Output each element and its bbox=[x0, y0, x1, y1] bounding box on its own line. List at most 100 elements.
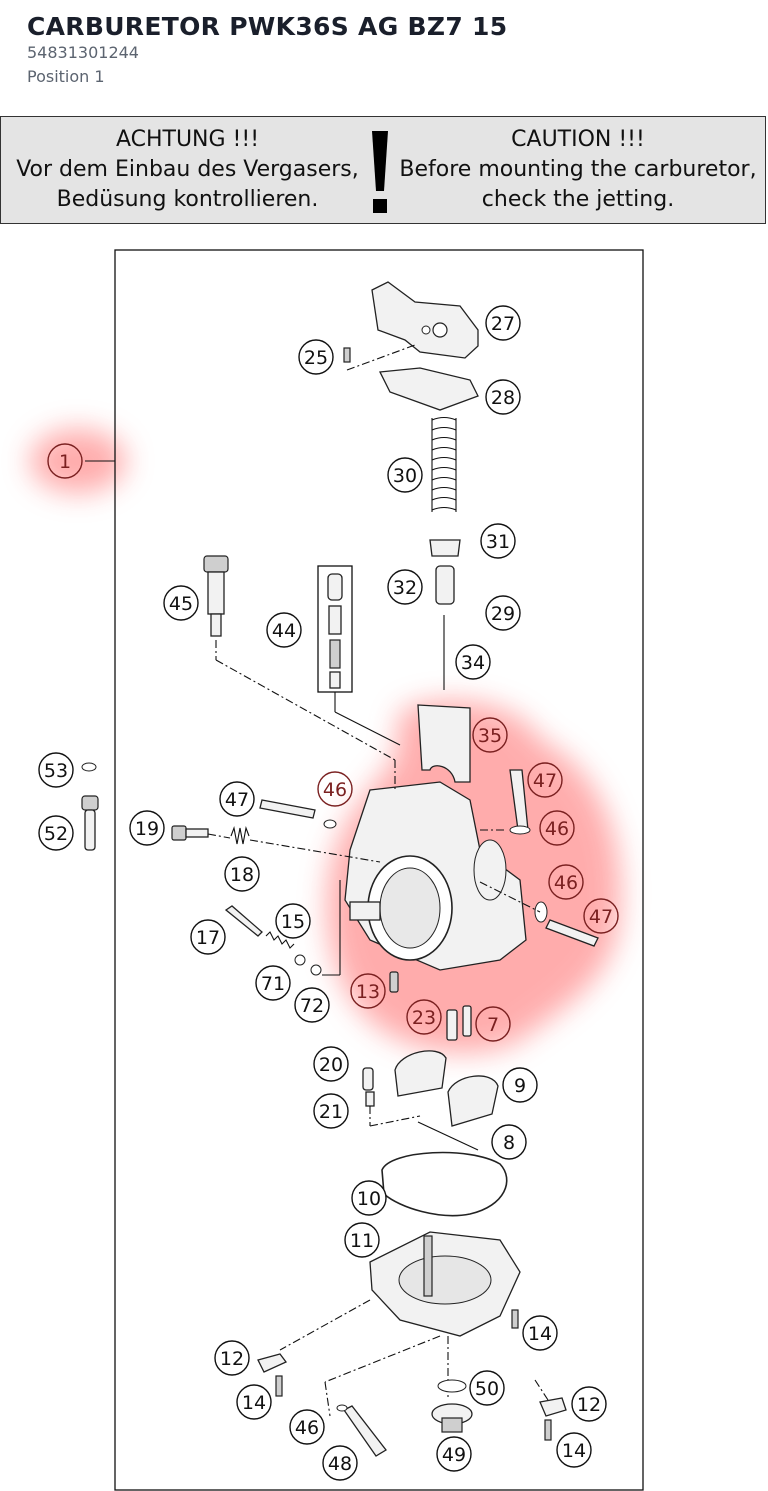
callout-circle bbox=[436, 1436, 472, 1472]
callout-72[interactable]: 72 bbox=[294, 987, 330, 1023]
callout-46[interactable]: 46 bbox=[539, 810, 575, 846]
callout-34[interactable]: 34 bbox=[455, 644, 491, 680]
o-ring-53-part bbox=[81, 762, 97, 772]
callout-71[interactable]: 71 bbox=[255, 965, 291, 1001]
callout-15[interactable]: 15 bbox=[275, 903, 311, 939]
callout-11[interactable]: 11 bbox=[344, 1222, 380, 1258]
callout-47[interactable]: 47 bbox=[219, 781, 255, 817]
callout-7[interactable]: 7 bbox=[475, 1006, 511, 1042]
callout-circle bbox=[527, 762, 563, 798]
o-ring-46-left-part bbox=[323, 819, 337, 829]
callout-19[interactable]: 19 bbox=[129, 810, 165, 846]
callout-label: 8 bbox=[503, 1132, 515, 1154]
callout-label: 50 bbox=[475, 1378, 499, 1400]
callout-47[interactable]: 47 bbox=[527, 762, 563, 798]
callout-label: 52 bbox=[44, 823, 68, 845]
callout-label: 34 bbox=[461, 652, 485, 674]
callout-44[interactable]: 44 bbox=[266, 612, 302, 648]
callout-53[interactable]: 53 bbox=[38, 752, 74, 788]
callout-29[interactable]: 29 bbox=[485, 595, 521, 631]
callout-23[interactable]: 23 bbox=[406, 999, 442, 1035]
callout-label: 71 bbox=[261, 973, 285, 995]
callout-circle bbox=[163, 585, 199, 621]
callout-circle bbox=[387, 457, 423, 493]
callout-circle bbox=[455, 644, 491, 680]
callout-label: 27 bbox=[491, 313, 515, 335]
spring-18-part bbox=[230, 825, 250, 845]
callout-14[interactable]: 14 bbox=[236, 1384, 272, 1420]
callout-46[interactable]: 46 bbox=[317, 771, 353, 807]
callout-31[interactable]: 31 bbox=[480, 523, 516, 559]
callout-50[interactable]: 50 bbox=[469, 1370, 505, 1406]
callout-circle bbox=[556, 1432, 592, 1468]
callout-label: 28 bbox=[491, 387, 515, 409]
callout-circle bbox=[491, 1124, 527, 1160]
callout-27[interactable]: 27 bbox=[485, 305, 521, 341]
callout-label: 46 bbox=[295, 1417, 319, 1439]
callout-label: 72 bbox=[300, 995, 324, 1017]
callout-label: 14 bbox=[528, 1323, 552, 1345]
callout-label: 31 bbox=[486, 531, 510, 553]
callout-label: 7 bbox=[487, 1014, 499, 1036]
callout-18[interactable]: 18 bbox=[224, 856, 260, 892]
callout-label: 20 bbox=[319, 1054, 343, 1076]
callout-13[interactable]: 13 bbox=[350, 973, 386, 1009]
callout-circle bbox=[38, 815, 74, 851]
callout-28[interactable]: 28 bbox=[485, 379, 521, 415]
caution-english-line: CAUTION !!! bbox=[511, 127, 645, 152]
callout-21[interactable]: 21 bbox=[313, 1093, 349, 1129]
callout-30[interactable]: 30 bbox=[387, 457, 423, 493]
callout-10[interactable]: 10 bbox=[351, 1180, 387, 1216]
o-ring-50-part bbox=[437, 1379, 467, 1393]
caution-english: CAUTION !!! Before mounting the carburet… bbox=[399, 125, 757, 215]
callout-1[interactable]: 1 bbox=[47, 443, 83, 479]
callout-circle bbox=[571, 1386, 607, 1422]
hose-48-part bbox=[343, 1405, 387, 1457]
carburetor-body-part bbox=[344, 781, 527, 971]
float-bowl-gasket-part bbox=[381, 1151, 508, 1217]
screw-14-right-part bbox=[511, 1309, 519, 1329]
callout-label: 21 bbox=[319, 1101, 343, 1123]
callout-49[interactable]: 49 bbox=[436, 1436, 472, 1472]
callout-label: 17 bbox=[196, 927, 220, 949]
callout-9[interactable]: 9 bbox=[502, 1067, 538, 1103]
callout-circle bbox=[583, 898, 619, 934]
callout-12[interactable]: 12 bbox=[571, 1386, 607, 1422]
callout-17[interactable]: 17 bbox=[190, 919, 226, 955]
position-label: Position 1 bbox=[27, 67, 105, 86]
callout-8[interactable]: 8 bbox=[491, 1124, 527, 1160]
callout-25[interactable]: 25 bbox=[298, 339, 334, 375]
callout-label: 18 bbox=[230, 864, 254, 886]
callout-14[interactable]: 14 bbox=[556, 1432, 592, 1468]
callout-circle bbox=[289, 1409, 325, 1445]
callout-47[interactable]: 47 bbox=[583, 898, 619, 934]
callout-label: 46 bbox=[323, 779, 347, 801]
callout-20[interactable]: 20 bbox=[313, 1046, 349, 1082]
callout-52[interactable]: 52 bbox=[38, 815, 74, 851]
callout-label: 44 bbox=[272, 620, 296, 642]
callout-label: 1 bbox=[59, 451, 71, 473]
page-title: CARBURETOR PWK36S AG BZ7 15 bbox=[27, 12, 508, 41]
hose-47-left-part bbox=[259, 799, 316, 819]
callout-label: 47 bbox=[533, 770, 557, 792]
callout-12[interactable]: 12 bbox=[214, 1340, 250, 1376]
caution-german-line: ACHTUNG !!! bbox=[115, 127, 260, 152]
vent-fitting-52-part bbox=[81, 795, 99, 851]
callout-circle bbox=[502, 1067, 538, 1103]
callout-46[interactable]: 46 bbox=[289, 1409, 325, 1445]
callout-45[interactable]: 45 bbox=[163, 585, 199, 621]
callout-circle bbox=[317, 771, 353, 807]
callout-14[interactable]: 14 bbox=[522, 1315, 558, 1351]
callout-32[interactable]: 32 bbox=[387, 569, 423, 605]
callout-46[interactable]: 46 bbox=[548, 864, 584, 900]
callout-35[interactable]: 35 bbox=[472, 717, 508, 753]
callout-label: 19 bbox=[135, 818, 159, 840]
diagram-frame bbox=[114, 249, 644, 1491]
jet-kit-box bbox=[317, 565, 353, 693]
callout-circle bbox=[298, 339, 334, 375]
main-jet-23-part bbox=[446, 1009, 458, 1041]
callout-circle bbox=[539, 810, 575, 846]
callout-48[interactable]: 48 bbox=[322, 1445, 358, 1481]
float-9b-part bbox=[447, 1075, 499, 1127]
callout-circle bbox=[475, 1006, 511, 1042]
